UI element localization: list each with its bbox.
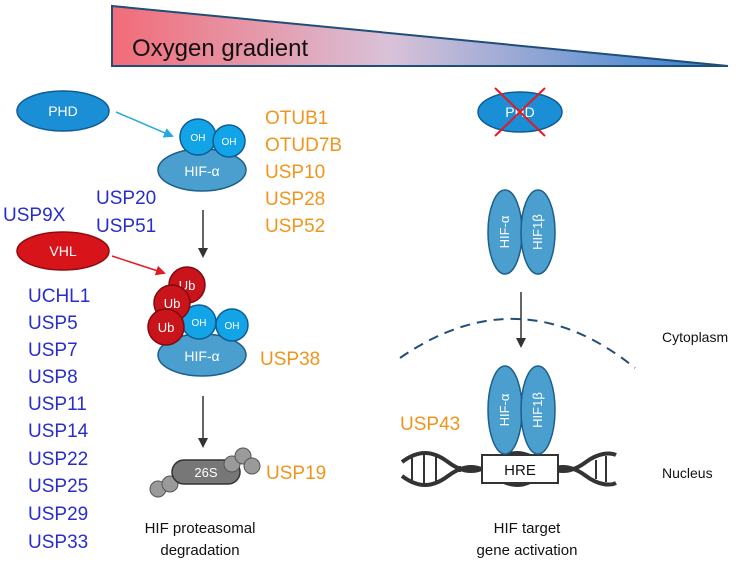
- cytoplasm-label: Cytoplasm: [662, 329, 728, 345]
- hif-alpha-label: HIF-α: [184, 348, 219, 364]
- dub-label: USP25: [28, 476, 88, 497]
- dub-label: USP33: [28, 532, 88, 553]
- proteasome-label: 26S: [194, 465, 217, 480]
- dub-label: UCHL1: [28, 286, 90, 307]
- cross-icon: [494, 87, 546, 137]
- hre-box: [481, 454, 559, 484]
- oh-label: OH: [225, 321, 240, 332]
- phd-hydroxylation-arrow: [115, 111, 174, 138]
- ubiquitin: [147, 308, 185, 346]
- usp19-label: USP19: [266, 463, 326, 484]
- hif-dimer-cytoplasm: HIF-α HIF1β: [487, 189, 556, 275]
- oxygen-gradient-title: Oxygen gradient: [132, 35, 308, 62]
- hre-label: HRE: [504, 462, 536, 479]
- oh-group: [212, 124, 246, 158]
- dub-label: USP22: [28, 449, 88, 470]
- left-caption-line1: HIF proteasomal: [145, 520, 256, 537]
- hif-alpha-ubiquitinated: HIF-α OH OH Ub Ub Ub: [147, 266, 249, 377]
- left-caption-line2: degradation: [160, 542, 239, 559]
- oxygen-gradient: Oxygen gradient: [111, 4, 729, 67]
- oh-label: OH: [192, 318, 207, 329]
- usp38-label: USP38: [260, 349, 320, 370]
- phd-label: PHD: [48, 103, 78, 119]
- dub-label: USP14: [28, 421, 89, 442]
- nuclear-membrane: [399, 317, 636, 369]
- oh-label: OH: [222, 137, 237, 148]
- vhl-enzyme: VHL: [16, 231, 110, 271]
- hif-alpha-label: HIF-α: [184, 163, 219, 179]
- hif-alpha-hydroxylated: HIF-α OH OH: [157, 118, 247, 192]
- dub-label: USP8: [28, 367, 78, 388]
- oh-group: [215, 308, 249, 342]
- hif-beta-label: HIF1β: [530, 392, 545, 428]
- phd-inactive: PHD: [477, 87, 563, 137]
- blue-dub-list: UCHL1 USP5 USP7 USP8 USP11 USP14 USP22 U…: [28, 286, 90, 553]
- dub-label: USP29: [28, 504, 88, 525]
- dub-label: USP7: [28, 340, 78, 361]
- dub-label: USP20: [96, 188, 156, 209]
- proteasome-26s: 26S: [149, 447, 261, 498]
- right-caption-line1: HIF target: [494, 520, 562, 537]
- dub-label: OTUD7B: [265, 135, 342, 156]
- hif-alpha-label: HIF-α: [497, 393, 512, 426]
- dub-label: USP52: [265, 216, 325, 237]
- hif-dimer-nucleus: HIF-α HIF1β: [487, 365, 556, 455]
- ub-label: Ub: [158, 320, 175, 335]
- orange-dub-list: OTUB1 OTUD7B USP10 USP28 USP52: [265, 108, 342, 237]
- nucleus-label: Nucleus: [662, 465, 713, 481]
- dub-label: USP5: [28, 313, 78, 334]
- dna-helix: HRE: [400, 451, 617, 487]
- oh-label: OH: [191, 133, 206, 144]
- dub-label: USP10: [265, 162, 325, 183]
- phd-enzyme: PHD: [16, 90, 110, 132]
- dub-label: USP28: [265, 189, 325, 210]
- hif-beta-label: HIF1β: [530, 214, 545, 250]
- dub-label: USP51: [96, 216, 156, 237]
- usp9x-label: USP9X: [3, 205, 66, 226]
- vhl-label: VHL: [49, 243, 76, 259]
- usp43-label: USP43: [400, 414, 460, 435]
- blue-dub-top: USP20 USP51: [96, 188, 156, 237]
- hif-alpha-label: HIF-α: [497, 215, 512, 248]
- right-caption-line2: gene activation: [477, 542, 578, 559]
- dub-label: USP11: [28, 394, 87, 415]
- dub-label: OTUB1: [265, 108, 328, 129]
- ub-label: Ub: [164, 296, 181, 311]
- vhl-ubiquitination-arrow: [111, 255, 166, 276]
